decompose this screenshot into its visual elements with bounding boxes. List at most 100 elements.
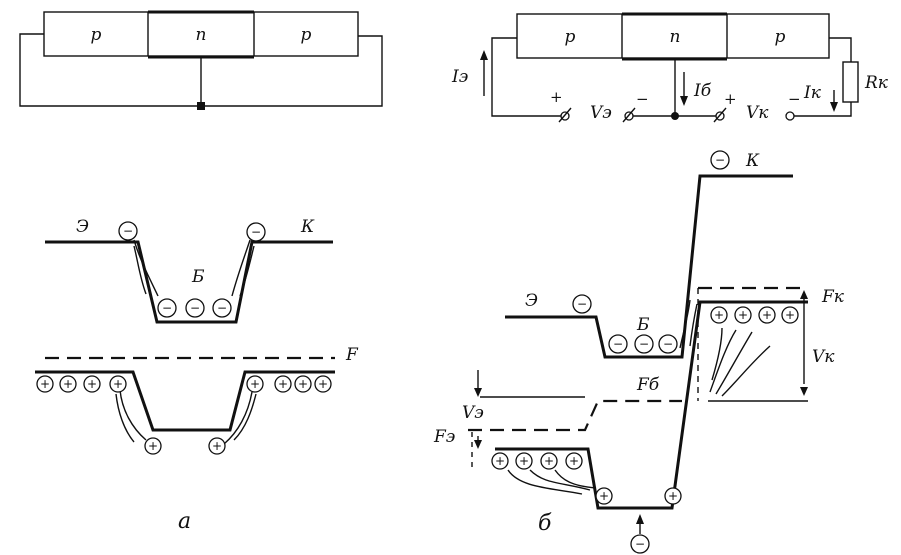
junction-dot	[197, 102, 205, 110]
svg-text:+: +	[519, 454, 529, 468]
region-p-right: p	[301, 25, 312, 45]
hole-b-2: +	[515, 452, 533, 470]
pnp-circuit: p n p Iэ + Vэ − Iб + Vк − Rк	[451, 12, 889, 123]
emitter-minus: −	[636, 90, 649, 108]
conduction-band-a	[45, 240, 333, 324]
electron-b-1: −	[572, 294, 592, 314]
svg-text:−: −	[635, 537, 645, 551]
svg-text:−: −	[577, 297, 587, 311]
caption-a: а	[178, 509, 191, 534]
collector-label-a: К	[300, 217, 315, 237]
svg-text:+: +	[40, 377, 50, 391]
hole-a-10: +	[208, 437, 226, 455]
hole-a-4: +	[109, 375, 127, 393]
fermi-label-a: F	[345, 345, 359, 365]
caption-b: б	[538, 511, 552, 536]
svg-text:+: +	[148, 439, 158, 453]
hole-a-8: +	[314, 375, 332, 393]
region-p-left: p	[91, 25, 102, 45]
svg-text:+: +	[63, 377, 73, 391]
hole-b-1: +	[491, 452, 509, 470]
svg-text:+: +	[569, 454, 579, 468]
collector-label-b: К	[745, 151, 760, 171]
hole-a-1: +	[36, 375, 54, 393]
svg-text:+: +	[785, 308, 795, 322]
collector-minus: −	[788, 90, 801, 108]
collector-voltage-b: Vк	[812, 347, 835, 367]
hole-a-9: +	[144, 437, 162, 455]
resistor	[842, 61, 859, 103]
svg-text:−: −	[639, 337, 649, 351]
emitter-plus: +	[550, 88, 563, 106]
hole-b-3: +	[540, 452, 558, 470]
svg-text:+: +	[113, 377, 123, 391]
hole-b-4: +	[565, 452, 583, 470]
base-label-b: Б	[636, 315, 650, 335]
emitter-current-label: Iэ	[451, 67, 468, 87]
hole-b-10: +	[781, 306, 799, 324]
band-diagram-a: Э К Б F − − − − − + + + + + + + + + +	[35, 217, 359, 534]
collector-plus: +	[724, 90, 737, 108]
electron-b-2: −	[608, 334, 628, 354]
collector-current-label: Iк	[803, 83, 822, 103]
bottom-electron-b: −	[630, 534, 650, 554]
svg-text:+: +	[762, 308, 772, 322]
electron-a-4: −	[185, 298, 205, 318]
hole-a-7: +	[294, 375, 312, 393]
base-current-label: Iб	[693, 81, 712, 101]
collector-voltage-label: Vк	[746, 103, 769, 123]
fermi-collector-label: Fк	[821, 287, 845, 307]
electron-b-3: −	[634, 334, 654, 354]
band-diagram-b: Э Б К Fк Fб Fэ Vэ Vк − − − − − − + + + +…	[433, 150, 845, 554]
base-label-a: Б	[191, 267, 205, 287]
region-n-base: n	[670, 27, 681, 47]
collector-current-arrow	[830, 102, 838, 112]
pnp-structure-unbiased: p n p	[19, 10, 383, 110]
svg-text:−: −	[123, 224, 133, 238]
valence-band-b	[495, 300, 808, 510]
svg-text:+: +	[87, 377, 97, 391]
svg-text:−: −	[217, 301, 227, 315]
hole-b-9: +	[758, 306, 776, 324]
hole-b-8: +	[734, 306, 752, 324]
hole-a-5: +	[246, 375, 264, 393]
svg-text:+: +	[738, 308, 748, 322]
collector-electron-b: −	[710, 150, 730, 170]
electron-a-2: −	[246, 222, 266, 242]
fermi-emitter-label: Fэ	[433, 427, 455, 447]
electron-a-5: −	[212, 298, 232, 318]
svg-text:−: −	[613, 337, 623, 351]
svg-text:+: +	[599, 489, 609, 503]
svg-text:−: −	[251, 225, 261, 239]
hole-b-5: +	[595, 487, 613, 505]
svg-text:+: +	[278, 377, 288, 391]
hole-a-6: +	[274, 375, 292, 393]
electron-a-1: −	[118, 221, 138, 241]
emitter-current-arrow	[480, 50, 488, 60]
fermi-base-label: Fб	[636, 375, 660, 395]
svg-text:+: +	[298, 377, 308, 391]
emitter-voltage-b: Vэ	[462, 403, 484, 423]
svg-text:+: +	[250, 377, 260, 391]
fermi-base-b	[468, 399, 682, 432]
svg-text:+: +	[212, 439, 222, 453]
svg-text:+: +	[668, 489, 678, 503]
emitter-voltage-label: Vэ	[590, 103, 612, 123]
hole-a-3: +	[83, 375, 101, 393]
valence-band-a	[35, 370, 335, 432]
emitter-label-b: Э	[525, 291, 538, 311]
emitter-label-a: Э	[76, 217, 89, 237]
svg-text:+: +	[714, 308, 724, 322]
svg-text:−: −	[190, 301, 200, 315]
base-current-arrow	[680, 96, 688, 106]
conduction-band-b	[505, 174, 793, 359]
electron-a-3: −	[157, 298, 177, 318]
svg-text:+: +	[318, 377, 328, 391]
hole-b-6: +	[664, 487, 682, 505]
svg-text:−: −	[162, 301, 172, 315]
region-p-collector: p	[775, 27, 786, 47]
svg-text:−: −	[715, 153, 725, 167]
svg-text:−: −	[663, 337, 673, 351]
region-n: n	[196, 25, 207, 45]
